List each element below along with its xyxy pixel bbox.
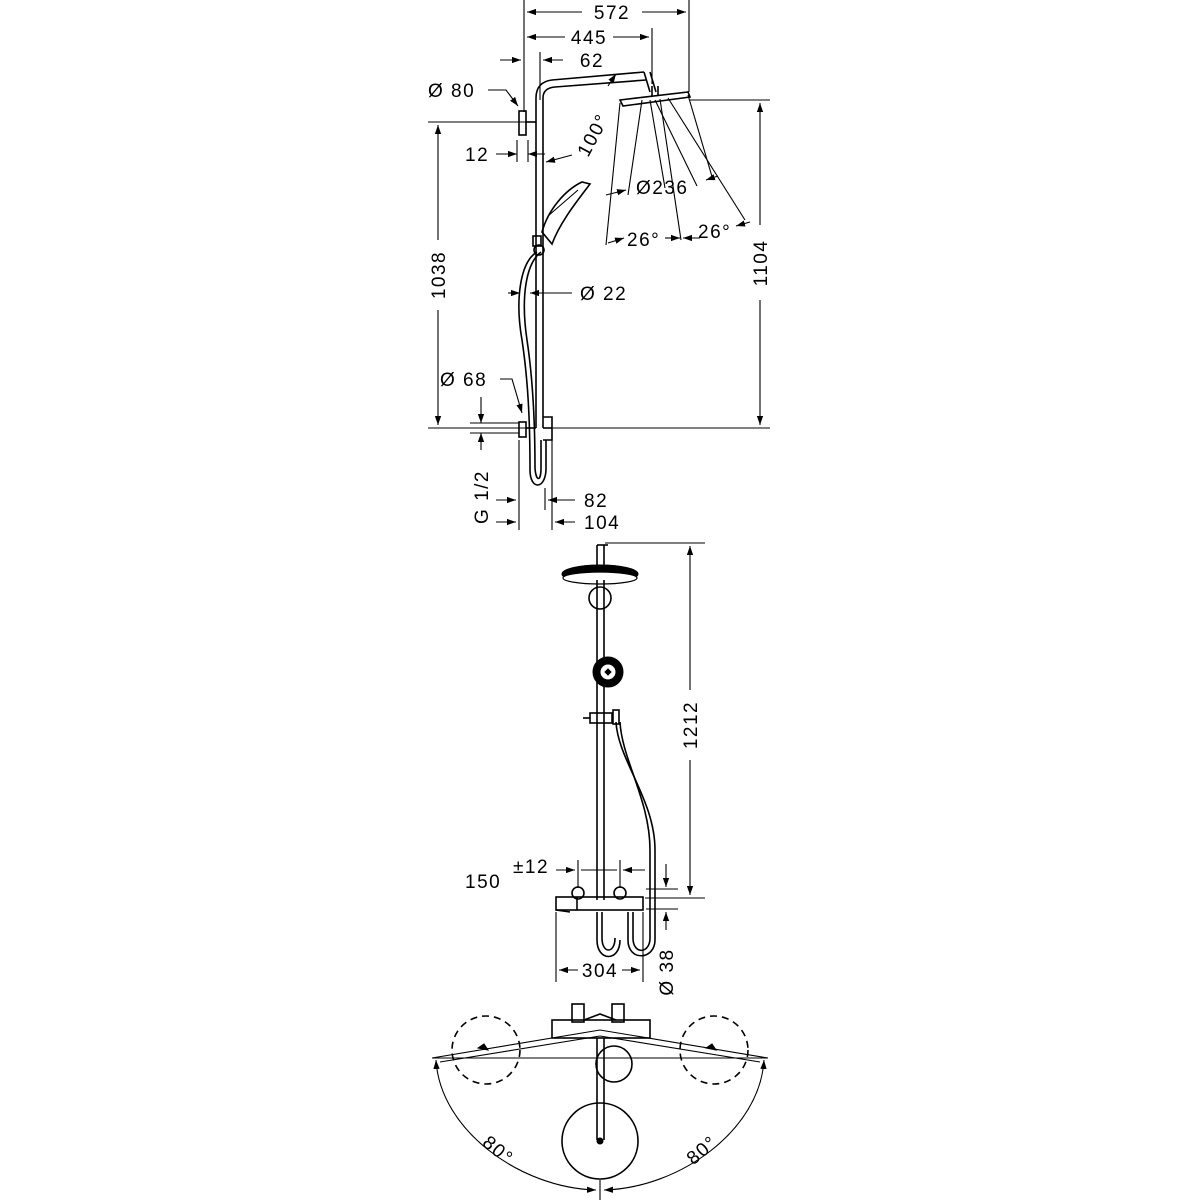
hand-shower-front	[592, 656, 624, 688]
top-view: 80° 80°	[431, 1003, 769, 1200]
dim-angle-100: 100°	[545, 110, 614, 163]
slider-bracket-front	[583, 709, 620, 725]
dim-82-label: 82	[584, 491, 608, 512]
dim-angle-80-left-label: 80°	[478, 1132, 517, 1169]
dim-304-label: 304	[582, 961, 618, 982]
dim-dia-22: Ø 22	[508, 284, 627, 305]
dim-spray-left-label: 26°	[627, 230, 660, 251]
dim-445-label: 445	[571, 28, 607, 49]
dim-dia-80: Ø 80	[428, 81, 519, 107]
overhead-shower-front	[561, 544, 639, 610]
dim-angle-80-right-label: 80°	[683, 1132, 722, 1169]
dim-445: 445	[527, 28, 653, 84]
dim-572: 572	[523, 0, 690, 112]
dim-dia-80-label: Ø 80	[428, 81, 475, 102]
dim-dia-38-label: Ø 38	[657, 948, 678, 995]
dim-572-label: 572	[594, 3, 630, 24]
dim-dia-68: Ø 68	[440, 370, 523, 414]
dim-thread: G 1/2	[470, 397, 519, 524]
dim-62: 62	[500, 51, 617, 100]
dim-1038: 1038	[428, 121, 536, 429]
dim-dia-38: Ø 38	[646, 864, 678, 996]
spray-cone-lines	[605, 94, 746, 246]
dim-1212-label: 1212	[681, 701, 702, 749]
dim-1104-label: 1104	[751, 240, 772, 287]
dim-150: 150 ±12	[465, 857, 645, 893]
dim-62-label: 62	[580, 51, 604, 72]
hose-side	[518, 251, 547, 486]
dim-150-tolerance: ±12	[513, 857, 549, 878]
riser-pipe-front	[596, 580, 605, 900]
dim-12: 12	[465, 140, 545, 166]
hand-shower-side	[532, 181, 592, 256]
dim-104-label: 104	[584, 513, 620, 534]
dim-1212: 1212	[605, 542, 705, 899]
overhead-shower-side	[618, 86, 692, 107]
thermostat-mixer-front	[555, 886, 644, 913]
dim-12-label: 12	[465, 145, 489, 166]
dim-angle-80-right: 80°	[603, 1059, 767, 1193]
side-view: 572 445 62 Ø 80 12	[428, 0, 772, 534]
dim-dia-236: Ø236	[605, 174, 719, 199]
dim-thread-label: G 1/2	[472, 470, 493, 524]
dim-dia-68-label: Ø 68	[440, 370, 487, 391]
dim-1038-label: 1038	[429, 251, 450, 299]
top-wall-bracket	[518, 110, 536, 136]
dim-82-104: 82 104	[496, 440, 620, 534]
dim-spray-angles: 26° 26°	[607, 220, 751, 251]
dim-angle-100-label: 100°	[574, 110, 614, 160]
hand-shower-top	[595, 1045, 633, 1083]
dim-304: 304	[555, 912, 644, 982]
dim-spray-right-label: 26°	[698, 222, 731, 243]
dim-150-label: 150	[465, 872, 501, 893]
dim-dia-22-label: Ø 22	[580, 284, 627, 305]
dim-angle-80-left: 80°	[433, 1059, 597, 1193]
overhead-shower-top	[561, 1102, 639, 1180]
mixer-top	[551, 1003, 651, 1039]
front-view: 1212 150 ±12 Ø 38 304	[465, 542, 705, 996]
hose-front	[596, 721, 656, 958]
dim-dia-236-label: Ø236	[636, 178, 688, 199]
dim-1104: 1104	[552, 99, 772, 429]
